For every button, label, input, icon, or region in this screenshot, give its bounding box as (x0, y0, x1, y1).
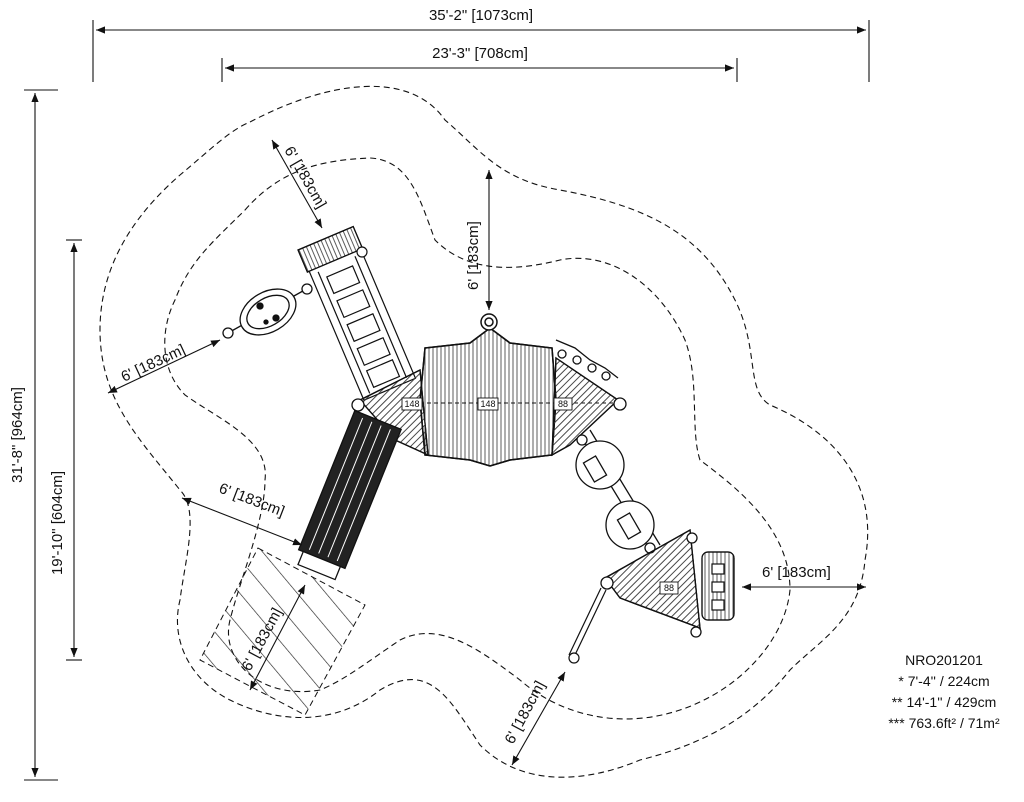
clear-bottom-line (511, 671, 566, 766)
deck-tag-lower-right: 88 (659, 581, 679, 595)
inner-height-label: 19'-10" [604cm] (49, 471, 66, 575)
clear-top-left-label: 6' [183cm] (281, 144, 330, 212)
info-line-1: * 7'-4'' / 224cm (898, 673, 990, 689)
inner-use-boundary (164, 157, 791, 720)
model-number: NRO201201 (905, 652, 983, 668)
svg-text:88: 88 (664, 583, 674, 593)
deck-tag-center: 148 (477, 397, 499, 411)
svg-text:148: 148 (404, 399, 419, 409)
overall-height-label: 31'-8" [964cm] (9, 387, 26, 483)
model-info: NRO201201 * 7'-4'' / 224cm ** 14'-1'' / … (868, 650, 1020, 734)
svg-text:88: 88 (558, 399, 568, 409)
svg-text:148: 148 (480, 399, 495, 409)
rope-line (568, 587, 607, 664)
info-line-2: ** 14'-1'' / 429cm (891, 694, 997, 710)
slide-exit-zone (199, 547, 366, 716)
clear-top-center-label: 6' [183cm] (465, 221, 482, 290)
clear-slide-zone-line (249, 584, 306, 691)
dim-inner-width (221, 58, 738, 82)
deck-tag-left: 148 (401, 397, 423, 411)
clear-left-label: 6' [183cm] (119, 341, 188, 385)
clear-slide-line (181, 497, 303, 546)
clear-right-label: 6' [183cm] (762, 564, 831, 581)
info-line-3: *** 763.6ft² / 71m² (888, 715, 1000, 731)
clear-slide-label: 6' [183cm] (217, 480, 287, 521)
dim-overall-width (92, 20, 870, 82)
outer-safety-boundary (99, 85, 869, 778)
deck-lower-right (600, 528, 702, 638)
climbing-ladder (297, 225, 417, 401)
deck-tag-right: 88 (553, 397, 573, 411)
ring-bridge (575, 429, 661, 554)
rock-climber (701, 551, 735, 621)
clear-left-line (107, 339, 221, 394)
deck-right (551, 339, 627, 457)
dim-overall-height (24, 89, 58, 781)
overall-width-label: 35'-2" [1073cm] (429, 7, 533, 24)
oval-climber (222, 283, 313, 339)
slide (297, 409, 403, 581)
clear-top-left-line (271, 139, 323, 229)
inner-width-label: 23'-3" [708cm] (432, 45, 528, 62)
dim-inner-height (66, 239, 82, 661)
